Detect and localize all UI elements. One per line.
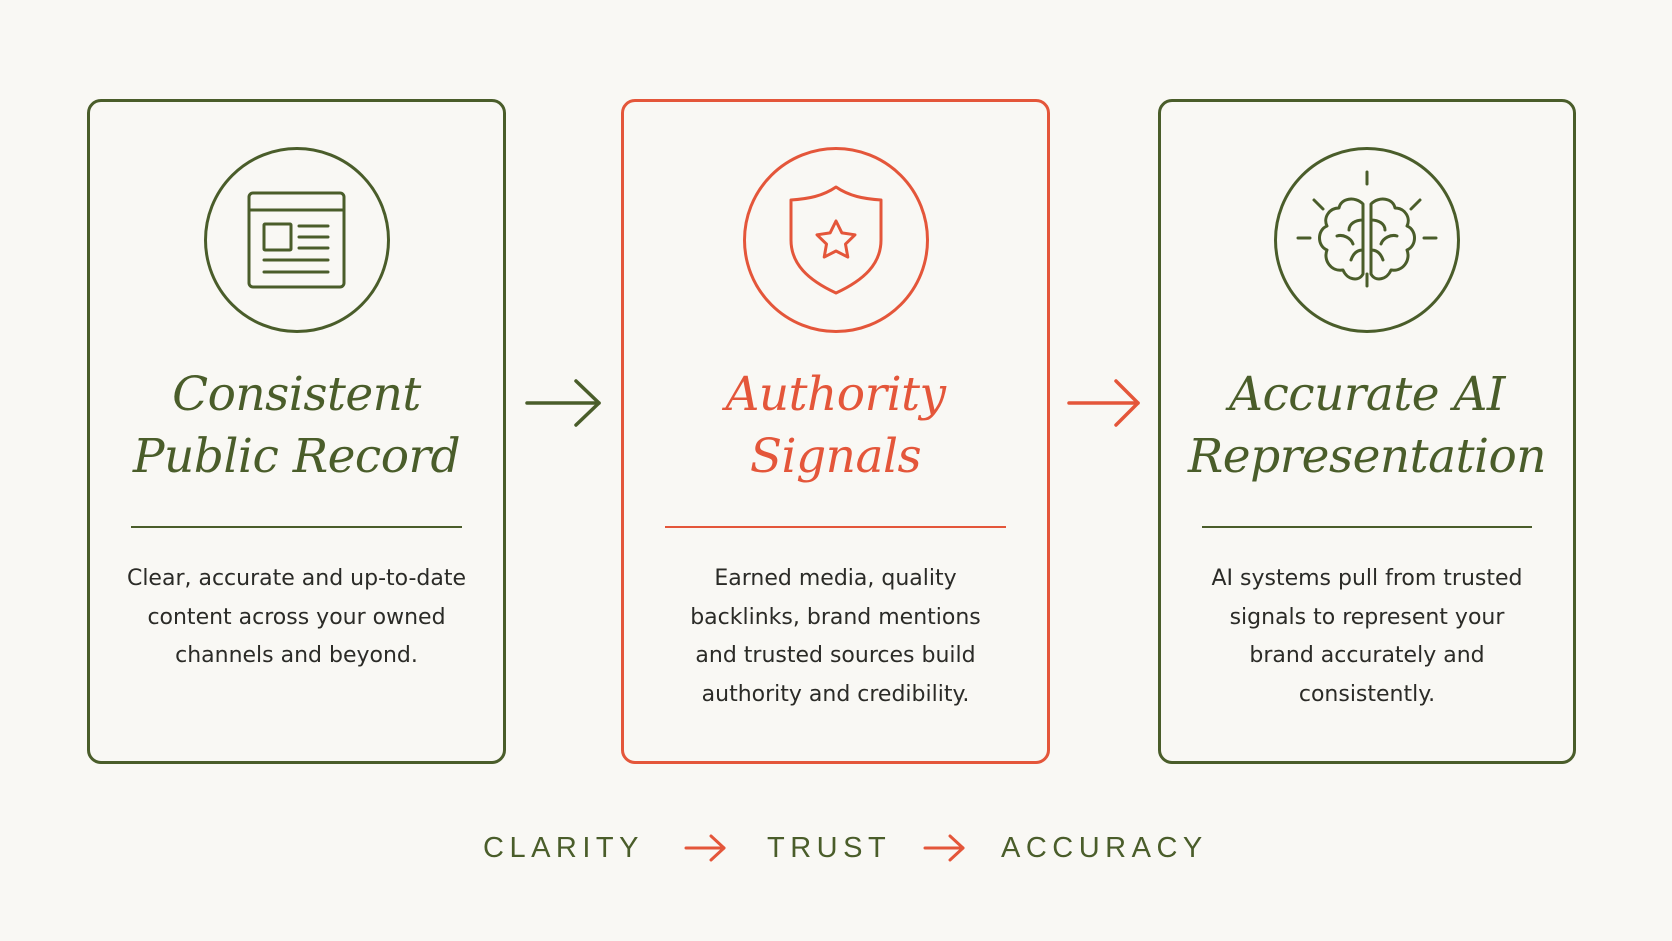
flow-step-accuracy: ACCURACY [1001, 832, 1208, 864]
card-divider [1202, 526, 1532, 528]
icon-circle [742, 147, 929, 333]
card-title: Consistent Public Record [90, 364, 503, 488]
arrow-right-icon [923, 834, 965, 862]
icon-circle [1274, 147, 1460, 333]
card-title: Accurate AI Representation [1161, 364, 1573, 488]
shield-star-icon [789, 185, 882, 295]
brain-icon [1296, 170, 1438, 288]
card-description-line: channels and beyond. [175, 643, 418, 668]
card-authority-signals: Authority Signals Earned media, quality … [621, 99, 1050, 764]
card-description-line: backlinks, brand mentions [690, 604, 981, 630]
card-title-line: Public Record [132, 429, 461, 484]
card-description-line: AI systems pull from trusted [1211, 566, 1523, 591]
arrow-right-icon [525, 379, 601, 427]
card-description-line: consistently. [1298, 681, 1436, 707]
newspaper-icon [247, 191, 345, 289]
card-description: Clear, accurate and up-to-date content a… [120, 560, 473, 676]
card-description-line: Earned media, quality [714, 566, 957, 591]
card-description: AI systems pull from trusted signals to … [1191, 560, 1543, 714]
card-divider [665, 526, 1006, 528]
card-title-line: Consistent [172, 367, 421, 422]
card-description: Earned media, quality backlinks, brand m… [654, 560, 1017, 714]
flow-step-trust: TRUST [767, 832, 892, 864]
card-title-line: Representation [1187, 429, 1547, 484]
icon-circle [203, 147, 390, 333]
arrow-right-icon [684, 834, 726, 862]
card-description-line: brand accurately and [1249, 643, 1485, 668]
card-title-line: Authority [725, 367, 946, 422]
card-description-line: authority and credibility. [701, 681, 970, 707]
card-accurate-ai-representation: Accurate AI Representation AI systems pu… [1158, 99, 1576, 764]
card-description-line: content across your owned [147, 604, 446, 630]
card-description-line: Clear, accurate and up-to-date [126, 566, 467, 591]
card-title-line: Accurate AI [1229, 367, 1506, 422]
bottom-flow: CLARITY TRUST ACCURACY [0, 818, 1672, 878]
card-description-line: signals to represent your [1229, 604, 1505, 630]
card-consistent-public-record: Consistent Public Record Clear, accurate… [87, 99, 506, 764]
arrow-right-icon [1067, 379, 1140, 427]
card-divider [131, 526, 462, 528]
card-title-line: Signals [749, 429, 922, 484]
flow-step-clarity: CLARITY [483, 832, 644, 864]
card-description-line: and trusted sources build [695, 643, 976, 668]
card-title: Authority Signals [624, 364, 1047, 488]
